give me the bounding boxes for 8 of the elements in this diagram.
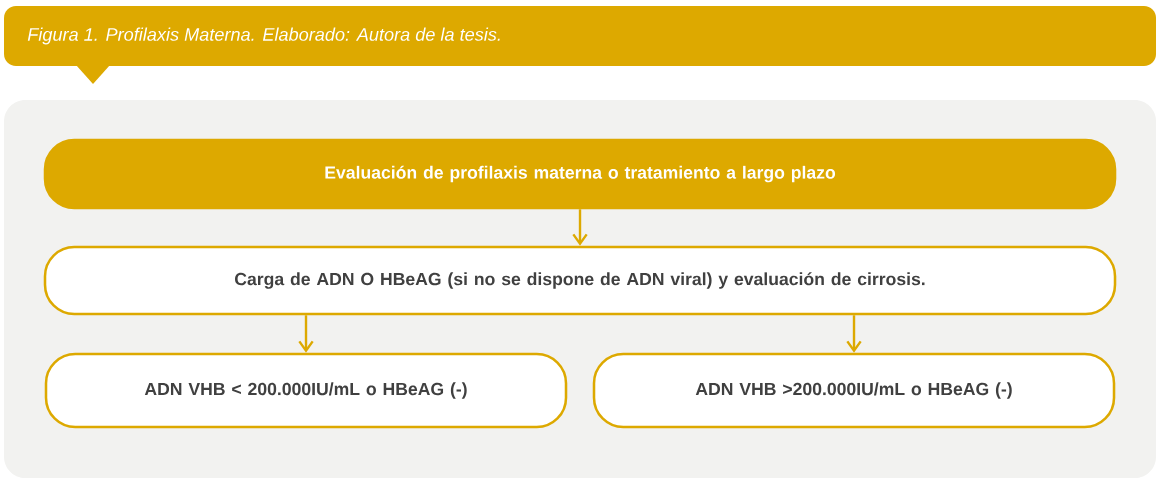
arrow [572,209,588,246]
process-box: ADN VHB < 200.000IU/mL o HBeAG (-) [44,352,568,429]
process-box: ADN VHB >200.000IU/mL o HBeAG (-) [592,352,1116,429]
arrow [846,315,862,353]
arrow [298,315,314,353]
title-banner: Figura 1. Profilaxis Materna. Elaborado: Autora de la tesis. [4,6,1156,84]
process-box: Evaluación de profilaxis materna o tratamiento a largo plazo [43,138,1117,210]
process-box: Carga de ADN O HBeAG (si no se dispone de ADN viral) y evaluación de cirrosis. [43,245,1117,316]
